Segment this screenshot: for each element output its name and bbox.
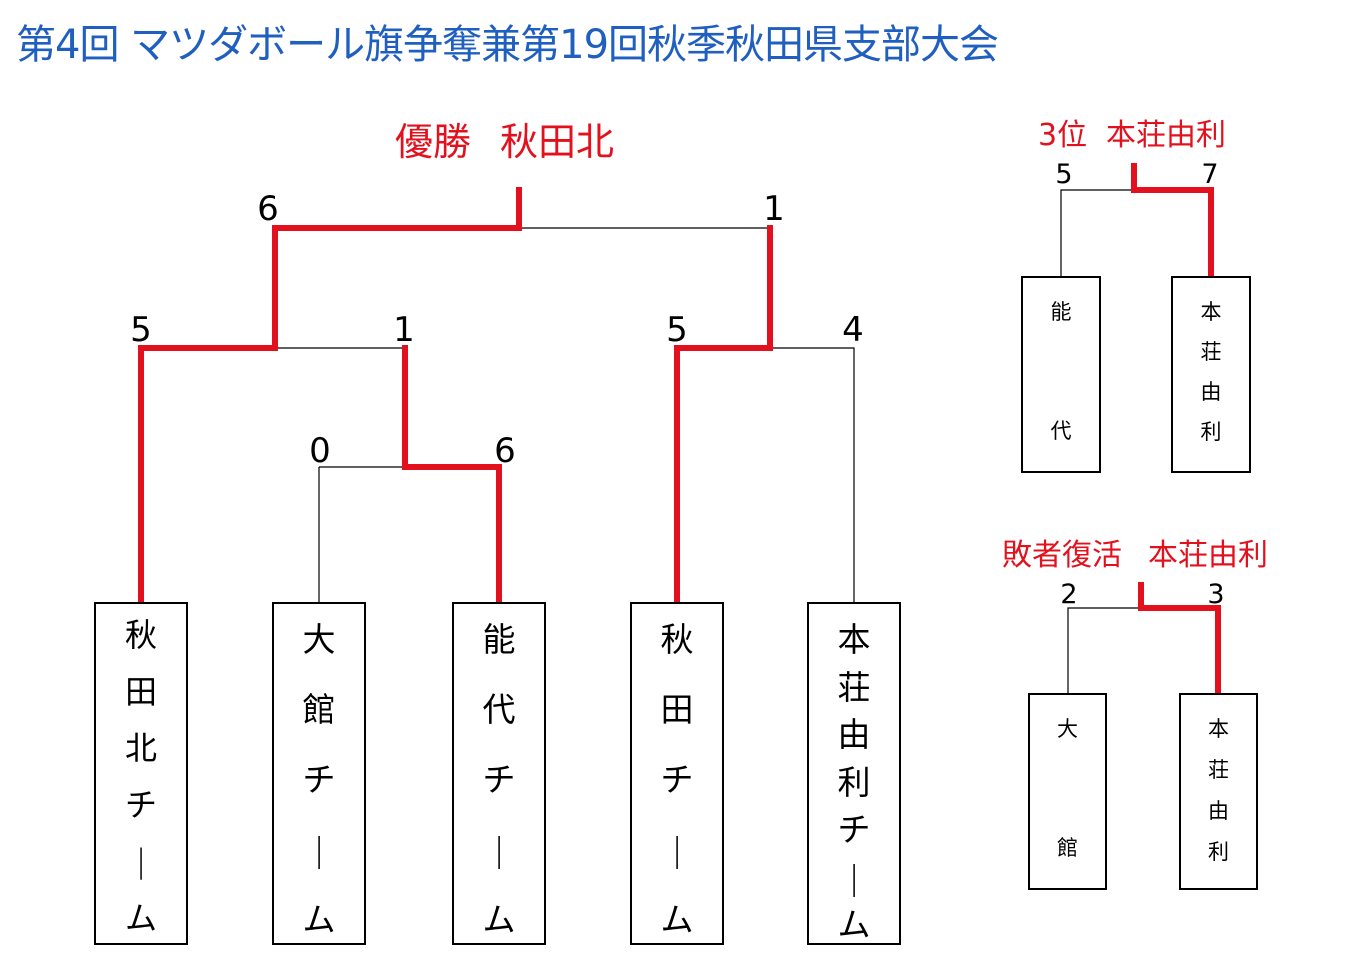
- third-place-label: 3位: [1038, 118, 1087, 153]
- team-name-char: |: [493, 830, 505, 869]
- team-name-char: 荘: [1208, 758, 1229, 782]
- third-team-box-2: [1171, 276, 1251, 473]
- team-name-akitakita: 秋田北チ | ム: [95, 619, 187, 934]
- team-box-1: [94, 602, 188, 945]
- team-name-char: 館: [1057, 836, 1078, 860]
- team-name-char: 秋: [124, 616, 157, 654]
- team-name-char: 利: [1200, 420, 1222, 444]
- team-name-char: 能: [1050, 300, 1072, 324]
- team-name-char: 田: [660, 690, 694, 729]
- third-score-right: 7: [1201, 159, 1218, 190]
- third-place-winner: 本荘由利: [1106, 118, 1226, 153]
- score-final-right: 1: [763, 189, 785, 229]
- team-name-char: 館: [302, 690, 336, 729]
- repechage-score-left: 2: [1060, 579, 1077, 610]
- repechage-team-box-2: [1179, 693, 1258, 890]
- repechage-team-odate: 大館: [1029, 719, 1106, 859]
- score-semi2-right: 4: [842, 310, 864, 350]
- team-name-char: チ: [124, 785, 157, 824]
- team-name-char: |: [671, 830, 683, 869]
- team-name-char: チ: [302, 760, 336, 799]
- team-name-char: 本: [837, 620, 871, 659]
- team-name-char: 秋: [660, 620, 694, 659]
- team-name-char: ム: [837, 905, 871, 944]
- third-team-honjoyuri: 本荘由利: [1172, 302, 1250, 443]
- score-semi1-left: 5: [130, 310, 152, 350]
- team-name-noshiro: 能代チ | ム: [453, 623, 545, 936]
- team-name-char: 代: [482, 690, 516, 729]
- team-name-char: ム: [124, 898, 157, 937]
- team-name-char: |: [313, 830, 325, 869]
- third-team-noshiro: 能代: [1022, 302, 1100, 442]
- repechage-winner-path: [1138, 582, 1221, 697]
- team-name-char: 由: [837, 715, 871, 754]
- repechage-score-right: 3: [1207, 579, 1224, 610]
- team-name-char: 代: [1050, 419, 1072, 443]
- repechage-team-honjoyuri: 本荘由利: [1180, 719, 1257, 863]
- team-name-char: 荘: [1200, 340, 1222, 364]
- team-name-char: 北: [124, 729, 157, 767]
- third-score-left: 5: [1055, 159, 1072, 190]
- team-name-char: 大: [302, 620, 336, 659]
- score-qf-right: 6: [494, 431, 516, 471]
- team-box-2: [272, 602, 366, 945]
- third-line-left: [1060, 189, 1134, 277]
- score-semi2-left: 5: [666, 310, 688, 350]
- team-name-char: チ: [660, 760, 694, 799]
- semi2-line-right: [770, 347, 855, 603]
- team-name-char: |: [848, 857, 860, 897]
- repechage-label: 敗者復活: [1002, 538, 1122, 573]
- team-name-char: 荘: [837, 667, 871, 707]
- third-winner-path: [1131, 163, 1214, 280]
- repechage-line-left: [1067, 607, 1141, 694]
- team-name-char: 能: [482, 620, 516, 659]
- team-box-5: [807, 602, 901, 945]
- team-name-char: |: [135, 842, 147, 880]
- team-box-3: [452, 602, 546, 945]
- team-name-char: 大: [1057, 717, 1078, 741]
- winner-path-left: [138, 225, 522, 606]
- team-name-odate: 大館チ | ム: [273, 623, 365, 936]
- team-name-honjoyuri: 本荘由利チ | ム: [808, 623, 900, 941]
- winner-path-right: [674, 225, 773, 606]
- team-name-char: 由: [1200, 380, 1222, 404]
- page-title: 第4回 マツダボール旗争奪兼第19回秋季秋田県支部大会: [16, 22, 999, 68]
- third-team-box-1: [1021, 276, 1101, 473]
- team-name-char: 本: [1200, 300, 1222, 324]
- team-name-char: ム: [302, 900, 336, 939]
- team-name-char: チ: [837, 810, 871, 849]
- champion-label: 優勝: [395, 120, 471, 164]
- team-name-char: チ: [482, 760, 516, 799]
- team-name-char: ム: [660, 900, 694, 939]
- score-semi1-right: 1: [393, 310, 415, 350]
- team-name-akita: 秋田チ | ム: [631, 623, 723, 936]
- champion-name: 秋田北: [500, 120, 614, 164]
- team-name-char: 田: [124, 672, 157, 711]
- team-name-char: 利: [837, 762, 871, 802]
- repechage-team-box-1: [1028, 693, 1107, 890]
- team-name-char: 利: [1208, 840, 1229, 864]
- team-box-4: [630, 602, 724, 945]
- team-name-char: 本: [1208, 717, 1229, 741]
- winner-path-qf: [402, 345, 502, 606]
- team-name-char: ム: [482, 900, 516, 939]
- team-name-char: 由: [1208, 799, 1229, 823]
- repechage-winner: 本荘由利: [1148, 538, 1268, 573]
- score-final-left: 6: [257, 189, 279, 229]
- score-qf-left: 0: [309, 431, 331, 471]
